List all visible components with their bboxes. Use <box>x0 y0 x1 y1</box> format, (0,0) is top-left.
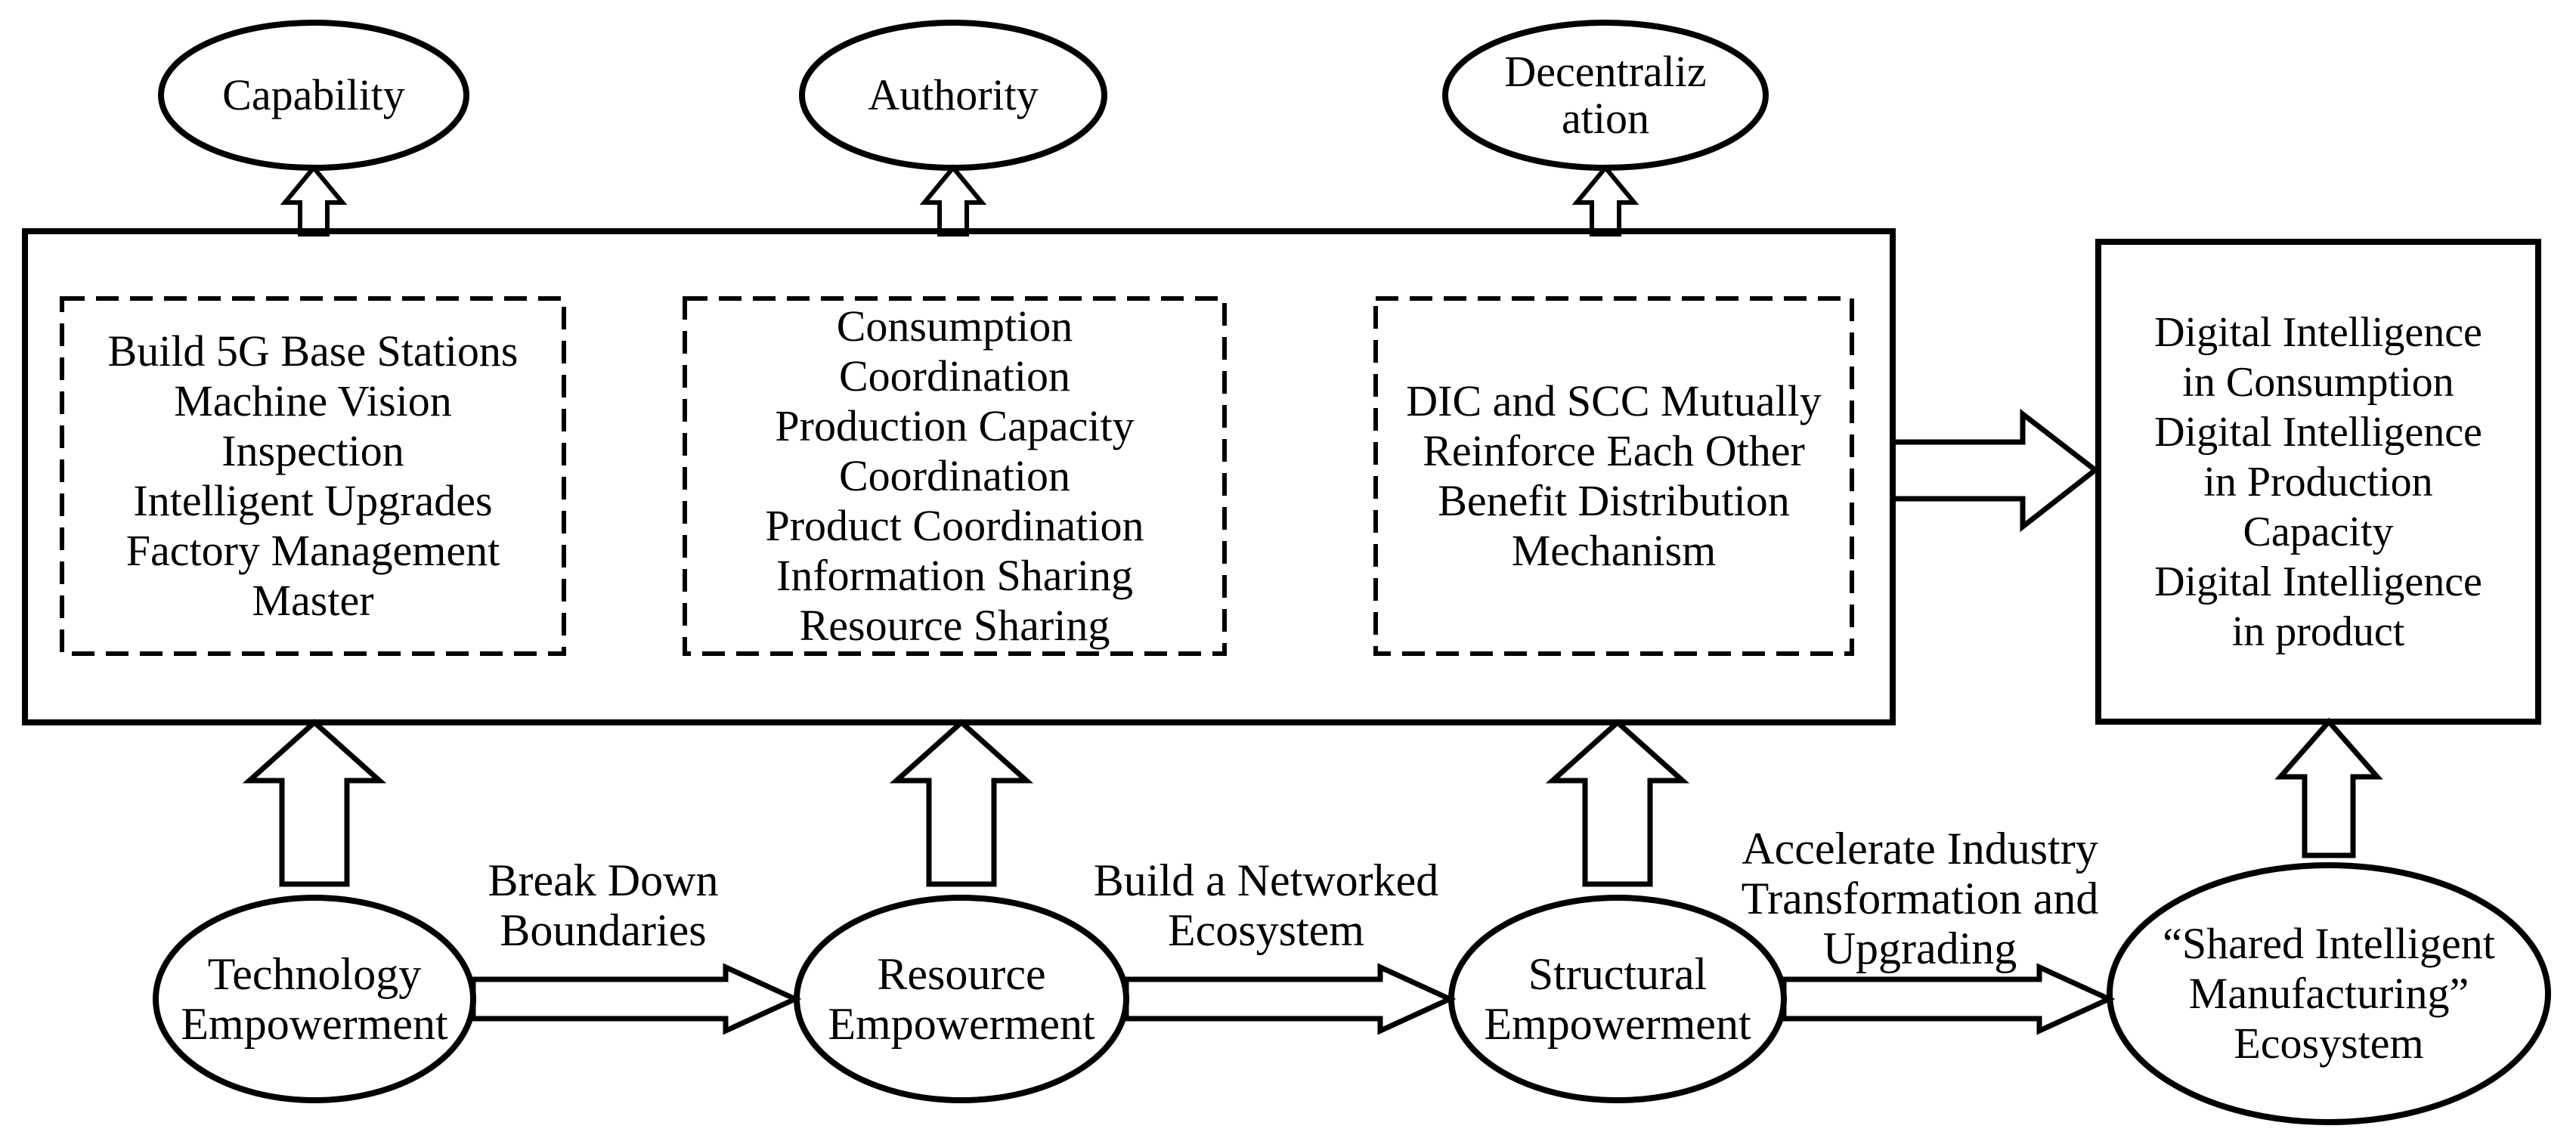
dashed-box-resource-coordination <box>683 296 1227 656</box>
text-line: Break Down <box>488 855 719 905</box>
text-line: Authority <box>868 70 1039 119</box>
text-line: Inspection <box>221 426 404 475</box>
text-line: Build 5G Base Stations <box>107 326 519 376</box>
text-line: Ecosystem <box>2234 1019 2424 1068</box>
text-line: Information Sharing <box>776 551 1133 600</box>
text-line: ation <box>1562 94 1649 143</box>
text-line: Empowerment <box>1484 999 1751 1049</box>
text-line: Coordination <box>838 451 1071 500</box>
flow-arrow-build-networked-ecosystem <box>1123 963 1457 1035</box>
dashed-box-technology-measures <box>60 296 566 656</box>
up-arrow-capability <box>280 164 348 237</box>
text-line: Consumption <box>836 302 1073 351</box>
text-line: Upgrading <box>1822 923 2017 973</box>
text-line: Coordination <box>838 351 1071 400</box>
text-line: Production Capacity <box>775 401 1135 450</box>
up-arrow-authority <box>919 164 987 237</box>
flow-arrow-break-down-boundaries <box>470 963 802 1035</box>
text-line: in Consumption <box>2182 358 2454 406</box>
text-line: Manufacturing” <box>2188 969 2469 1018</box>
text-line: Intelligent Upgrades <box>133 476 493 525</box>
text-line: Resource <box>877 949 1046 999</box>
flow-arrow-accelerate-transformation <box>1781 963 2116 1035</box>
up-arrow-resource-empowerment <box>889 719 1034 887</box>
right-arrow-to-output <box>1890 408 2100 533</box>
text-line: Capability <box>222 70 405 119</box>
text-line: Product Coordination <box>765 501 1144 550</box>
text-line: Build a Networked <box>1093 855 1439 905</box>
text-line: Capacity <box>2243 508 2394 555</box>
text-line: in product <box>2231 608 2405 655</box>
text-line: Machine Vision <box>174 376 452 425</box>
text-line: Decentraliz <box>1504 47 1707 96</box>
text-line: Benefit Distribution <box>1438 476 1790 525</box>
up-arrow-structural-empowerment <box>1545 719 1690 887</box>
text-line: Digital Intelligence <box>2154 308 2482 356</box>
capability-label: Capability <box>161 23 466 168</box>
text-line: Resource Sharing <box>799 601 1110 650</box>
text-line: Reinforce Each Other <box>1423 426 1805 475</box>
text-line: Factory Management <box>125 526 500 575</box>
dashed-box-structural-mechanism <box>1373 296 1854 656</box>
text-line: Digital Intelligence <box>2154 408 2482 456</box>
text-line: Digital Intelligence <box>2154 558 2482 605</box>
text-line: Empowerment <box>828 999 1095 1049</box>
text-line: in Production <box>2203 458 2433 506</box>
up-arrow-technology-empowerment <box>242 719 387 887</box>
text-line: Accelerate Industry <box>1742 824 2098 874</box>
text-line: Master <box>252 576 374 625</box>
output-box <box>2095 239 2541 725</box>
up-arrow-ecosystem <box>2274 717 2383 858</box>
up-arrow-decentralization <box>1571 164 1639 237</box>
text-line: Technology <box>207 949 422 999</box>
text-line: Empowerment <box>181 999 448 1049</box>
text-line: “Shared Intelligent <box>2163 919 2495 968</box>
text-line: Ecosystem <box>1168 905 1364 955</box>
text-line: Mechanism <box>1511 526 1717 575</box>
text-line: Boundaries <box>500 905 707 955</box>
ellipse-shared-intelligent-manufacturing <box>2107 862 2551 1125</box>
authority-label: Authority <box>802 23 1104 168</box>
text-line: Transformation and <box>1741 874 2099 923</box>
text-line: DIC and SCC Mutually <box>1406 376 1822 425</box>
text-line: Structural <box>1528 949 1708 999</box>
